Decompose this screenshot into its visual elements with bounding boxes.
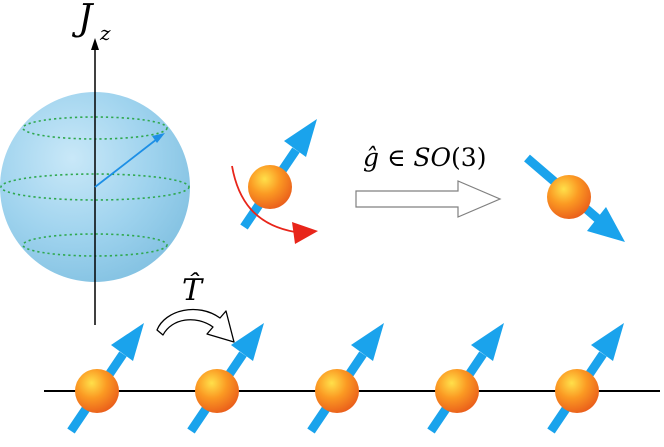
chain-spin-ball	[555, 369, 599, 413]
chain-spin	[191, 323, 264, 431]
rotated-spin-arrowhead	[587, 207, 625, 242]
chain-spin	[71, 323, 144, 431]
spin-ball	[248, 165, 292, 209]
translation-arrow	[156, 308, 235, 343]
spin-chain	[71, 323, 624, 431]
jz-label-subscript: z	[99, 21, 111, 45]
chain-spin	[311, 323, 384, 431]
chain-spin-ball	[75, 369, 119, 413]
element-of-symbol: ∈	[379, 143, 413, 172]
chain-spin	[551, 323, 624, 431]
transform-arrow	[355, 180, 502, 218]
t-hat-label: T̂	[182, 273, 204, 308]
bloch-sphere: J z	[0, 0, 190, 325]
rotated-spin	[524, 154, 625, 242]
translation-operator: T̂	[156, 273, 235, 343]
rotated-spin-ball	[547, 175, 591, 219]
latitude-equator	[0, 173, 190, 201]
rotation-arrow	[231, 165, 296, 233]
state-vector	[94, 138, 158, 188]
jz-label-main: J	[71, 0, 95, 39]
jz-label: J	[71, 0, 95, 39]
chain-spin-ball	[435, 369, 479, 413]
rotation-operator-label: ĝ ∈ SO(3)	[363, 143, 486, 172]
rotation-arrowhead	[292, 222, 318, 244]
chain-spin	[431, 323, 504, 431]
group-name: SO	[413, 143, 451, 172]
g-hat-symbol: ĝ	[363, 143, 379, 172]
chain-spin-ball	[315, 369, 359, 413]
state-vector-arrowhead	[152, 133, 165, 143]
chain-spin-ball	[195, 369, 239, 413]
jz-axis-arrowhead	[91, 38, 99, 50]
rotating-spin	[231, 119, 318, 244]
group-argument: (3)	[451, 143, 486, 172]
